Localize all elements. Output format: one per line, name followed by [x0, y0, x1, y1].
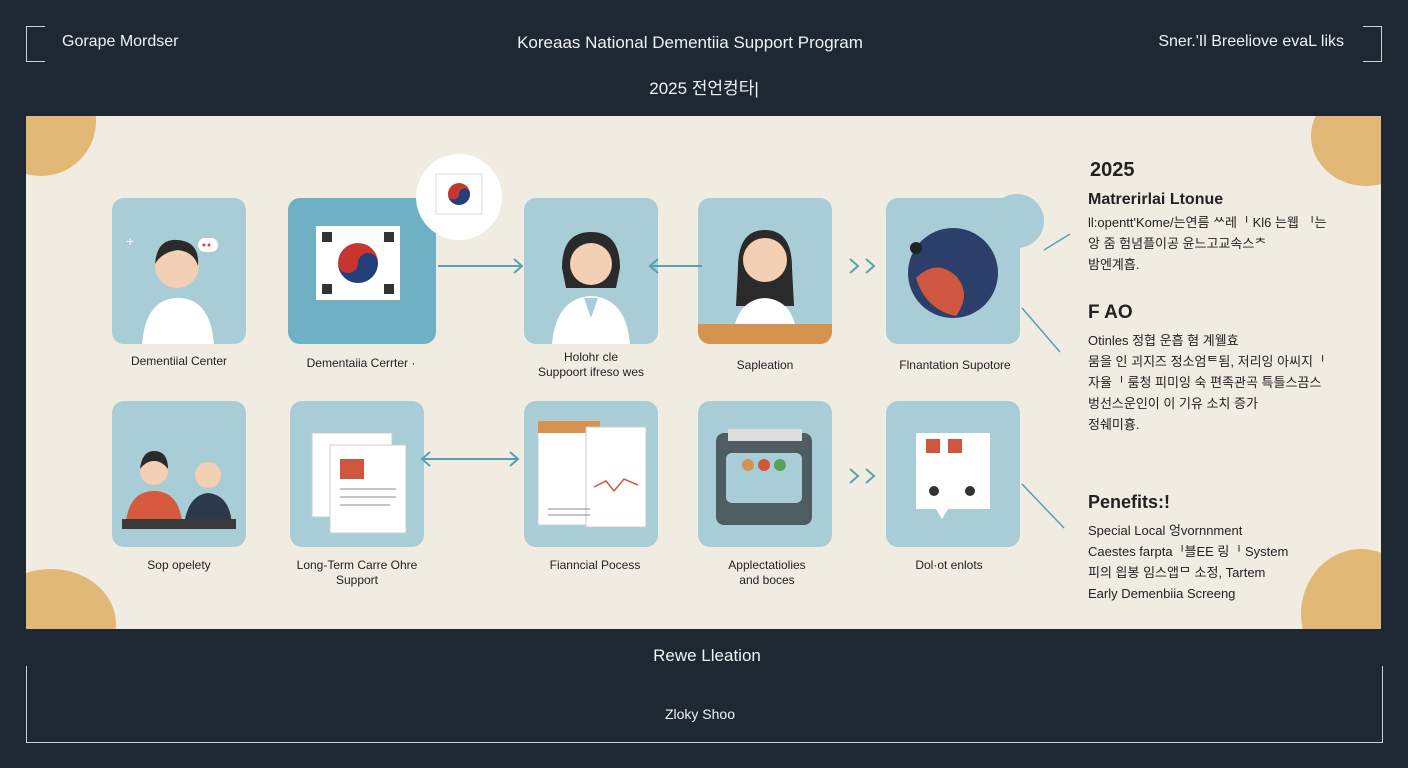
text-line: 벙선스운인이 이 기유 소치 증가: [1088, 396, 1258, 411]
header-left-label: Gorape Mordser: [62, 33, 179, 50]
text-line: Early Demenbiia Screeng: [1088, 586, 1236, 601]
decor-blob: [26, 569, 116, 629]
finance-badge: [990, 194, 1044, 248]
doctor-icon: [552, 232, 630, 344]
text-line: 정쉐미흉.: [1088, 417, 1140, 432]
sidebar-year: 2025: [1090, 159, 1135, 181]
svg-text:+: +: [126, 233, 134, 249]
sidebar-section2-title: F AO: [1088, 302, 1133, 323]
globe-icon: [908, 228, 998, 318]
text-line: Caestes farptaᅵ블EE 링ᅵ System: [1088, 544, 1289, 559]
sidebar-section1-title: Matrerirlai Ltonue: [1088, 191, 1224, 208]
text-line: Otinles 정협 운흡 혐 계웰효: [1088, 333, 1239, 348]
step-label: Long-Term Carre Ohre Support: [296, 558, 418, 587]
decor-blob: [1301, 549, 1381, 629]
step-label: Fianncial Pocess: [549, 558, 641, 572]
step-label: Holohr cle Suppoort ifreso wes: [537, 350, 645, 379]
page-subtitle: 2025 전언컹타|: [649, 79, 759, 98]
infographic-panel: +: [26, 116, 1381, 629]
document-icon: [311, 432, 407, 534]
people-board-icon: [916, 433, 990, 519]
step-label: Dol·ot enlots: [915, 558, 983, 572]
footer-frame: [26, 666, 1383, 743]
korea-flag-icon: [316, 226, 400, 300]
text-line: 피의 읩봉 임스앱ᄆ 소정, Tartem: [1088, 565, 1266, 580]
decor-blob: [1311, 116, 1381, 186]
text-line: 밤엔계흡.: [1088, 257, 1140, 272]
text-line: Special Local 엉vornnment: [1088, 523, 1243, 538]
step-card-dementia-center[interactable]: +: [112, 198, 246, 344]
sidebar-section3-title: Penefits:!: [1088, 492, 1171, 512]
text-line: 뭄을 인 괴지즈 정소엄ᄐ됨, 저리잉 아씨지ᅵ: [1088, 354, 1325, 369]
step-card-applications[interactable]: [698, 401, 832, 547]
arrow-double: [420, 451, 520, 467]
step-label: Sapleation: [736, 358, 794, 372]
sidebar-section2-text: Otinles 정협 운흡 혐 계웰효 뭄을 인 괴지즈 정소엄ᄐ됨, 저리잉 …: [1088, 330, 1325, 435]
step-card-support[interactable]: [524, 198, 658, 344]
step-label: Sop opelety: [147, 558, 211, 572]
device-icon: [716, 429, 812, 525]
flag-bubble: [416, 154, 502, 240]
text-line: 자율ᅵ 룸청 피미잉 숙 편족관곡 특틀스끔스: [1088, 375, 1322, 390]
header-left: Gorape Mordser: [26, 26, 226, 62]
step-card-longterm[interactable]: [290, 401, 424, 547]
sidebar-section1-text: ll:opentt'Kome/는연름 ᄊ레ᅵ Kl6 는웹 ᅵ는 앙 줌 험념플…: [1088, 212, 1326, 275]
header-right-label: Sner.'Il Breeliove evaL liks: [1158, 33, 1344, 50]
footer-title: Rewe Lleation: [653, 646, 761, 665]
text-line: ll:opentt'Kome/는연름 ᄊ레ᅵ Kl6 는웹 ᅵ는: [1088, 215, 1327, 230]
nurse-icon: [698, 230, 832, 344]
footer-subtitle: Zloky Shoo: [664, 706, 736, 722]
arrow-left: [648, 258, 702, 274]
page-title: Koreaas National Dementiia Support Progr…: [517, 33, 863, 52]
step-card-financial-process[interactable]: [524, 401, 658, 547]
arrow-right: [438, 258, 524, 274]
double-chevron-icon: [849, 468, 876, 484]
report-icon: [537, 420, 647, 528]
double-chevron-icon: [849, 258, 876, 274]
step-label: Dementiial Center: [130, 354, 228, 368]
step-card-counseling[interactable]: [112, 401, 246, 547]
korea-flag-small-icon: [435, 173, 483, 215]
header-right: Sner.'Il Breeliove evaL liks: [1122, 26, 1382, 62]
connector-lines: [1021, 233, 1071, 529]
bracket-left: [26, 26, 45, 62]
step-label: Dementaiia Cerrter ·: [306, 356, 416, 370]
sidebar-section3-text: Special Local 엉vornnment Caestes farptaᅵ…: [1088, 520, 1288, 604]
step-card-application[interactable]: [698, 198, 832, 344]
decor-blob: [26, 116, 96, 176]
step-label: Flnantation Supotore: [899, 358, 1011, 372]
step-label: Applectatiolies and boces: [728, 558, 806, 587]
counselor-icon: +: [126, 233, 218, 344]
bracket-right: [1363, 26, 1382, 62]
step-card-documents[interactable]: [886, 401, 1020, 547]
consultation-icon: [122, 451, 236, 529]
step-card-flag[interactable]: [288, 198, 436, 344]
text-line: 앙 줌 험념플이공 윤느고교속스ᄎ: [1088, 236, 1267, 251]
